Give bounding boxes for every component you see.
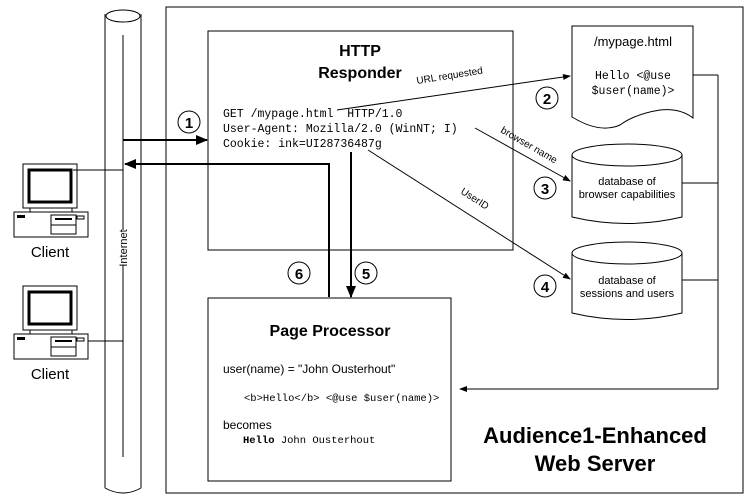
database-2-line1: database of [598,275,656,287]
http-responder-box [207,30,514,251]
step-4-badge: 4 [533,274,557,298]
page-processor-becomes: becomes [223,418,272,432]
user-id-arrow [367,149,571,280]
internet-label: Internet [118,229,130,266]
template-file-line2: $user(name)> [592,85,675,98]
step-1-badge: 1 [177,110,201,134]
client-2-label: Client [31,366,70,383]
svg-text:3: 3 [541,181,549,198]
browser-name-arrow [474,127,571,182]
step-2-badge: 2 [535,86,559,110]
svg-text:5: 5 [362,266,370,283]
page-processor-box [207,297,452,482]
result-plain-text: John Ousterhout [275,435,376,447]
http-responder-title-line2: Responder [318,65,402,82]
svg-text:1: 1 [185,115,193,132]
http-responder-title-line1: HTTP [339,43,381,60]
page-processor-result: Hello John Ousterhout [243,435,375,447]
step-6-badge: 6 [287,261,311,285]
template-file-title: /mypage.html [594,34,672,49]
svg-text:4: 4 [541,279,550,296]
step-3-badge: 3 [533,176,557,200]
client-computer-1 [13,163,123,238]
client-1-label: Client [31,244,70,261]
response-arrow [124,159,330,297]
client-computer-2 [13,285,123,360]
url-requested-arrow [336,74,571,111]
svg-text:2: 2 [543,91,551,108]
database-sessions-users [571,241,718,320]
page-processor-assignment: user(name) = "John Ousterhout" [223,362,395,376]
database-2-line2: sessions and users [580,288,675,300]
result-bold-text: Hello [243,435,275,447]
web-server-box [165,6,744,494]
database-1-line1: database of [598,176,656,188]
internet-pipe: Internet [104,9,142,494]
svg-text:6: 6 [295,266,303,283]
request-line-cookie: Cookie: ink=UI28736487g [223,138,382,151]
database-browser-capabilities [571,143,718,224]
page-processor-template-code: <b>Hello</b> <@use $user(name)> [244,393,439,405]
request-line-user-agent: User-Agent: Mozilla/2.0 (WinNT; I) [223,123,458,136]
database-1-line2: browser capabilities [579,189,676,201]
data-return-connector [459,75,719,392]
page-processor-title: Page Processor [270,323,391,340]
step-5-badge: 5 [354,261,378,285]
web-server-title-line2: Web Server [535,451,656,476]
web-server-title-line1: Audience1-Enhanced [483,423,707,448]
template-file-document [571,25,718,129]
request-line-get: GET /mypage.html HTTP/1.0 [223,108,403,121]
template-file-line1: Hello <@use [595,70,671,83]
